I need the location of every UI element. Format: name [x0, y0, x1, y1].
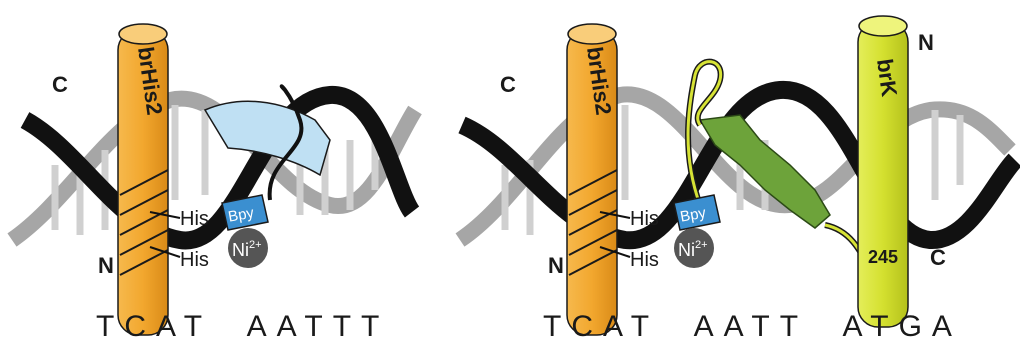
c-terminus-helix1-right: C — [500, 72, 516, 97]
helix2-label-right: brK — [872, 57, 902, 98]
his-top-right: His — [630, 208, 659, 230]
right-panel — [460, 16, 1015, 335]
c-terminus-helix2-right: C — [930, 245, 946, 270]
sequence-left: TCAT AATTT — [96, 310, 389, 342]
n-terminus-left: N — [98, 253, 114, 278]
sequence-right: TCAT AATT ATGA — [543, 310, 962, 342]
residue-label: 245 — [868, 247, 898, 267]
c-terminus-left: C — [52, 72, 68, 97]
n-terminus-helix2-right: N — [918, 30, 934, 55]
his-top-left: His — [180, 208, 209, 230]
n-terminus-helix1-right: N — [548, 253, 564, 278]
his-bottom-right: His — [630, 249, 659, 271]
his-bottom-left: His — [180, 249, 209, 271]
left-panel — [12, 24, 415, 335]
